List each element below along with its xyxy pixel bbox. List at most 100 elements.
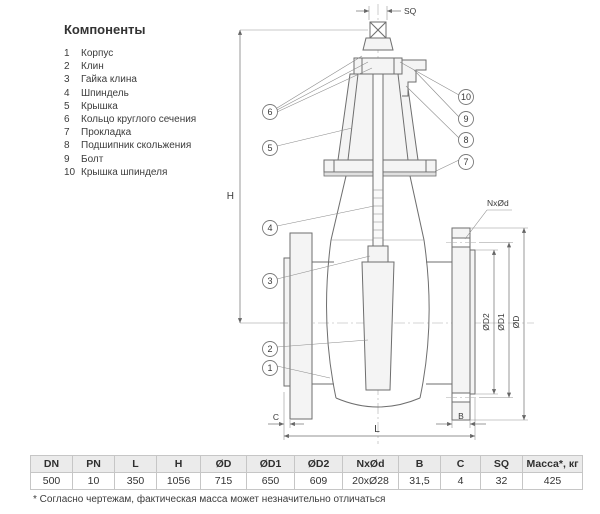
callout-9: 9 [413, 69, 474, 127]
cell-l: 350 [114, 472, 157, 490]
component-label: Прокладка [81, 127, 132, 139]
wedge [361, 261, 395, 391]
dim-label-OD2: ØD2 [481, 313, 491, 331]
dim-label-H: H [227, 191, 234, 202]
dim-label-L: L [374, 424, 380, 435]
component-number: 1 [64, 48, 70, 59]
svg-text:6: 6 [267, 107, 272, 117]
header-cell-pn: PN [72, 455, 115, 473]
callout-3: 3 [262, 255, 371, 289]
header-cell-l: L [114, 455, 157, 473]
cell-b: 31,5 [398, 472, 441, 490]
component-item: 4 Шпиндель [64, 87, 264, 100]
header-cell-c: C [440, 455, 481, 473]
component-number: 5 [64, 100, 70, 112]
callout-5: 5 [262, 127, 353, 156]
components-title: Компоненты [64, 22, 146, 37]
valve-body-section [283, 175, 479, 421]
gland-detail [402, 59, 427, 97]
mass-footnote: * Согласно чертежам, фактическая масса м… [33, 494, 386, 505]
dimension-C: C [268, 412, 304, 428]
svg-text:4: 4 [267, 223, 272, 233]
header-cell-nxod: NxØd [342, 455, 399, 473]
header-cell-mass: Масса*, кг [522, 455, 583, 473]
header-cell-od: ØD [200, 455, 247, 473]
cell-sq: 32 [480, 472, 523, 490]
component-label: Гайка клина [81, 74, 137, 86]
dimension-SQ: SQ [356, 6, 417, 20]
component-number: 7 [64, 127, 70, 139]
svg-text:2: 2 [267, 344, 272, 354]
spindle [372, 73, 384, 261]
component-number: 6 [64, 114, 70, 126]
component-number: 8 [64, 140, 70, 152]
callout-6: 6 [262, 55, 373, 120]
dimension-OD1: ØD1 [479, 242, 513, 398]
callout-4: 4 [262, 205, 375, 236]
header-cell-od1: ØD1 [246, 455, 295, 473]
component-item: 1 Корпус [64, 47, 264, 60]
cell-od1: 650 [246, 472, 295, 490]
cell-h: 1056 [156, 472, 201, 490]
header-cell-b: B [398, 455, 441, 473]
header-cell-od2: ØD2 [294, 455, 343, 473]
right-flange [446, 227, 479, 421]
callout-1: 1 [262, 360, 331, 379]
cell-od2: 609 [294, 472, 343, 490]
header-cell-sq: SQ [480, 455, 523, 473]
dimension-NxOd: NxØd [464, 198, 512, 240]
cell-c: 4 [440, 472, 481, 490]
svg-text:1: 1 [267, 363, 272, 373]
component-label: Болт [81, 153, 104, 165]
callout-2: 2 [262, 339, 369, 357]
callout-8: 8 [405, 85, 474, 148]
cell-nxod: 20xØ28 [342, 472, 399, 490]
svg-text:5: 5 [267, 143, 272, 153]
left-flange [289, 232, 313, 420]
component-number: 4 [64, 87, 70, 99]
callout-7: 7 [433, 154, 474, 173]
dim-label-B: B [458, 411, 464, 421]
wedge-nut [367, 245, 389, 263]
cell-mass: 425 [522, 472, 583, 490]
dimension-H: H [227, 29, 368, 324]
table-row: 500 10 350 1056 715 650 609 20xØ28 31,5 … [30, 472, 583, 490]
spindle-and-wedge [361, 73, 395, 391]
dim-label-NxOd: NxØd [487, 198, 509, 208]
cell-dn: 500 [30, 472, 73, 490]
component-item: 10 Крышка шпинделя [64, 166, 264, 179]
component-number: 10 [64, 166, 76, 178]
cell-od: 715 [200, 472, 247, 490]
component-label: Корпус [81, 48, 114, 59]
svg-text:3: 3 [267, 276, 272, 286]
svg-text:9: 9 [463, 114, 468, 124]
component-item: 7 Прокладка [64, 126, 264, 139]
dimension-B: B [436, 411, 486, 428]
svg-text:10: 10 [461, 92, 471, 102]
dim-label-OD1: ØD1 [496, 313, 506, 331]
component-label: Крышка шпинделя [81, 166, 168, 178]
dimension-OD: ØD [470, 227, 528, 421]
table-header-row: DN PN L H ØD ØD1 ØD2 NxØd B C SQ Масса*,… [30, 455, 583, 473]
component-item: 8 Подшипник скольжения [64, 139, 264, 152]
dim-label-OD: ØD [511, 316, 521, 329]
dimensions-table: DN PN L H ØD ØD1 ØD2 NxØd B C SQ Масса*,… [30, 455, 583, 490]
component-label: Подшипник скольжения [81, 140, 192, 152]
svg-text:7: 7 [463, 157, 468, 167]
component-label: Шпиндель [81, 87, 129, 99]
component-label: Крышка [81, 100, 118, 112]
component-item: 5 Крышка [64, 100, 264, 113]
component-label: Кольцо круглого сечения [81, 114, 197, 126]
header-cell-h: H [156, 455, 201, 473]
dim-label-SQ: SQ [404, 6, 417, 16]
component-label: Клин [81, 61, 104, 73]
dimension-OD2: ØD2 [475, 249, 498, 395]
dimension-L: L [283, 392, 476, 440]
dim-label-C: C [273, 412, 279, 422]
component-number: 3 [64, 74, 70, 86]
component-item: 3 Гайка клина [64, 73, 264, 86]
